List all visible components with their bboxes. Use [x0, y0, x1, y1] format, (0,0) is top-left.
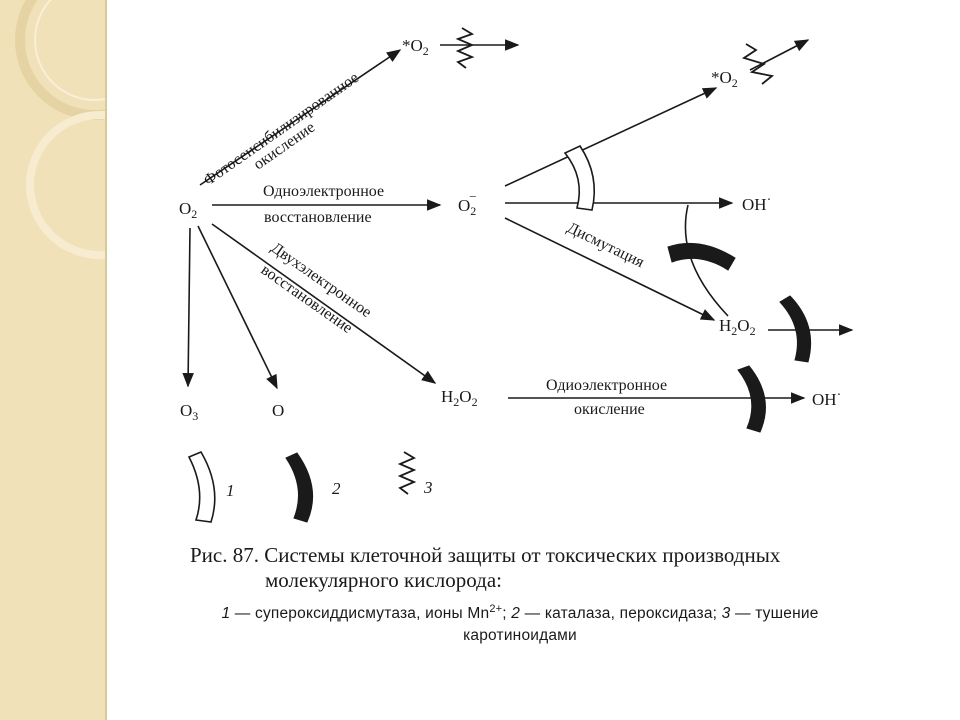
legend-caption-n3: 3 [721, 605, 731, 623]
arrow-o2-to-o [197, 225, 278, 390]
arrow-superoxide-to-singlet [504, 87, 718, 187]
catalase-arc-legend [285, 452, 314, 523]
node-o-atom: O [272, 401, 284, 420]
strip-divider [105, 0, 107, 720]
legend-caption-n2: 2 [511, 605, 521, 623]
carotenoid-quench-marks [397, 27, 775, 495]
arrow-o2-to-h2o2 [211, 223, 437, 384]
caption-title-line1: Рис. 87. Системы клеточной защиты от ток… [190, 543, 781, 567]
node-oh-lower: OH· [812, 388, 841, 409]
sod-arc-on-branch [563, 144, 596, 211]
label-one-e-oxidation-line1: Одиоэлектронное [546, 377, 667, 394]
catalase-arc-dismutation [667, 242, 736, 271]
arrow-singlet-right-out [749, 39, 810, 71]
caption-title-line2: молекулярного кислорода: [265, 568, 502, 592]
legend-caption-t1b: ; [502, 605, 512, 623]
node-o3: O3 [180, 401, 198, 423]
catalase-arc-h2o2-lower [737, 365, 766, 433]
node-h2o2-upper: H2O2 [719, 316, 756, 338]
legend-number-1: 1 [226, 481, 235, 500]
zigzag-legend [397, 451, 417, 495]
arrow-superoxide-to-h2o2 [504, 217, 716, 321]
legend-numbers: 1 2 3 [226, 478, 433, 500]
sod-arc-legend [187, 450, 216, 523]
sod-marks [187, 144, 596, 523]
edge-labels: Фотосенсибилизированное окисление Одноэл… [201, 69, 668, 418]
species-labels: O2 *O2 *O2 O2− OH· H2O2 H2O2 OH· O3 O [179, 36, 841, 423]
zigzag-quench-right [741, 43, 775, 85]
legend-caption-mn-sup: 2+ [489, 603, 503, 615]
arrow-o2-to-singlet [199, 49, 402, 186]
legend-caption-line2: каротиноидами [463, 627, 577, 645]
arrows [182, 39, 854, 404]
node-superoxide: O2− [458, 189, 477, 218]
label-one-e-oxidation-line2: окисление [574, 401, 645, 418]
node-singlet-top: *O2 [402, 36, 429, 58]
figure-caption-legend: 1 — супероксиддисмутаза, ионы Mn2+; 2 — … [150, 598, 890, 647]
label-photosens-line1: Фотосенсибилизированное [201, 69, 362, 189]
zigzag-quench-top [455, 27, 475, 69]
legend-caption-n1: 1 [221, 605, 231, 623]
legend-caption-t1: — супероксиддисмутаза, ионы Mn [230, 605, 490, 623]
arc-dismutation-curve [684, 204, 729, 317]
legend-caption-t2: — каталаза, пероксидаза; [520, 605, 722, 623]
decorative-left-strip [0, 0, 105, 720]
legend-number-3: 3 [423, 478, 433, 497]
decorative-circles [15, 0, 105, 259]
node-o2: O2 [179, 199, 197, 221]
label-one-e-reduction-line2: восстановление [264, 209, 372, 226]
legend-number-2: 2 [332, 479, 341, 498]
legend-caption-t3: — тушение [730, 605, 819, 623]
node-h2o2-lower: H2O2 [441, 387, 478, 409]
catalase-arc-h2o2-upper [779, 295, 812, 363]
node-singlet-right: *O2 [711, 68, 738, 90]
figure-caption-title: Рис. 87. Системы клеточной защиты от ток… [190, 543, 850, 593]
label-dismutation: Дисмутация [564, 219, 647, 271]
label-one-e-reduction-line1: Одноэлектронное [263, 183, 384, 200]
node-oh-upper: OH· [742, 193, 771, 214]
catalase-marks [285, 242, 812, 523]
arrow-o2-to-o3 [182, 227, 194, 388]
